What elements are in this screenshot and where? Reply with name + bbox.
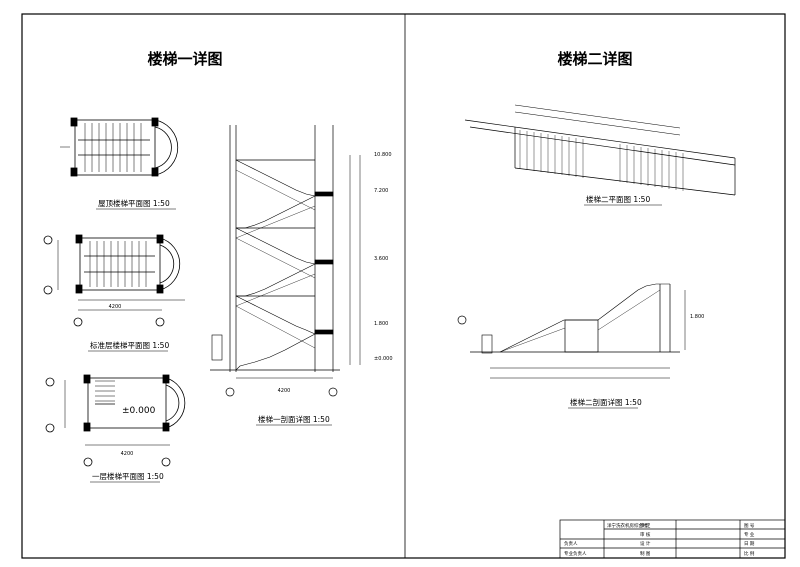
title-block-label-1: 审 定 [640,522,651,529]
roof-stair-plan [60,117,179,177]
first-floor-stair-plan [45,374,186,467]
title-block-label-3: 设 计 [640,540,651,547]
right-panel-title: 楼梯二详图 [557,50,632,68]
level-label-1: 10.800 [374,152,392,158]
level-label-4: 1.800 [374,321,388,327]
title-block-label-2: 审 核 [640,531,651,538]
level-label-3: 3.600 [374,256,388,262]
title-block-label-8: 专 业 [744,531,755,538]
first-plan-title: 一层楼梯平面图 1:50 [92,471,164,481]
standard-plan-dim: 4200 [109,304,122,310]
stair-two-section-title: 楼梯二剖面详图 1:50 [570,397,642,407]
level-label-5: ±0.000 [374,356,393,362]
standard-plan-title: 标准层楼梯平面图 1:50 [90,340,169,350]
left-panel-title: 楼梯一详图 [147,50,222,68]
stair-two-section [457,283,686,379]
title-block [559,519,786,559]
sheet-border [21,13,786,559]
section-one-title: 楼梯一剖面详图 1:50 [258,414,330,424]
roof-plan-title: 屋顶楼梯平面图 1:50 [98,198,170,208]
first-plan-dim: 4200 [121,451,134,457]
title-block-label-7: 图 号 [744,523,755,529]
stair-two-plan [464,104,736,196]
first-plan-level: ±0.000 [122,406,156,416]
title-block-label-5: 负责人 [564,540,578,547]
title-block-label-4: 制 图 [640,550,651,557]
standard-stair-plan [43,234,185,327]
section-dim: 4200 [278,388,291,394]
title-block-project: 洋宁洗衣机房综合楼 [607,522,648,529]
stair-two-level: 1.800 [690,314,704,320]
title-block-label-10: 比 例 [744,550,755,557]
title-block-label-9: 日 期 [744,541,755,547]
level-label-2: 7.200 [374,188,388,194]
stair-two-plan-title: 楼梯二平面图 1:50 [586,194,650,204]
stair-one-section [210,125,361,397]
title-block-label-6: 专业负责人 [564,550,587,557]
